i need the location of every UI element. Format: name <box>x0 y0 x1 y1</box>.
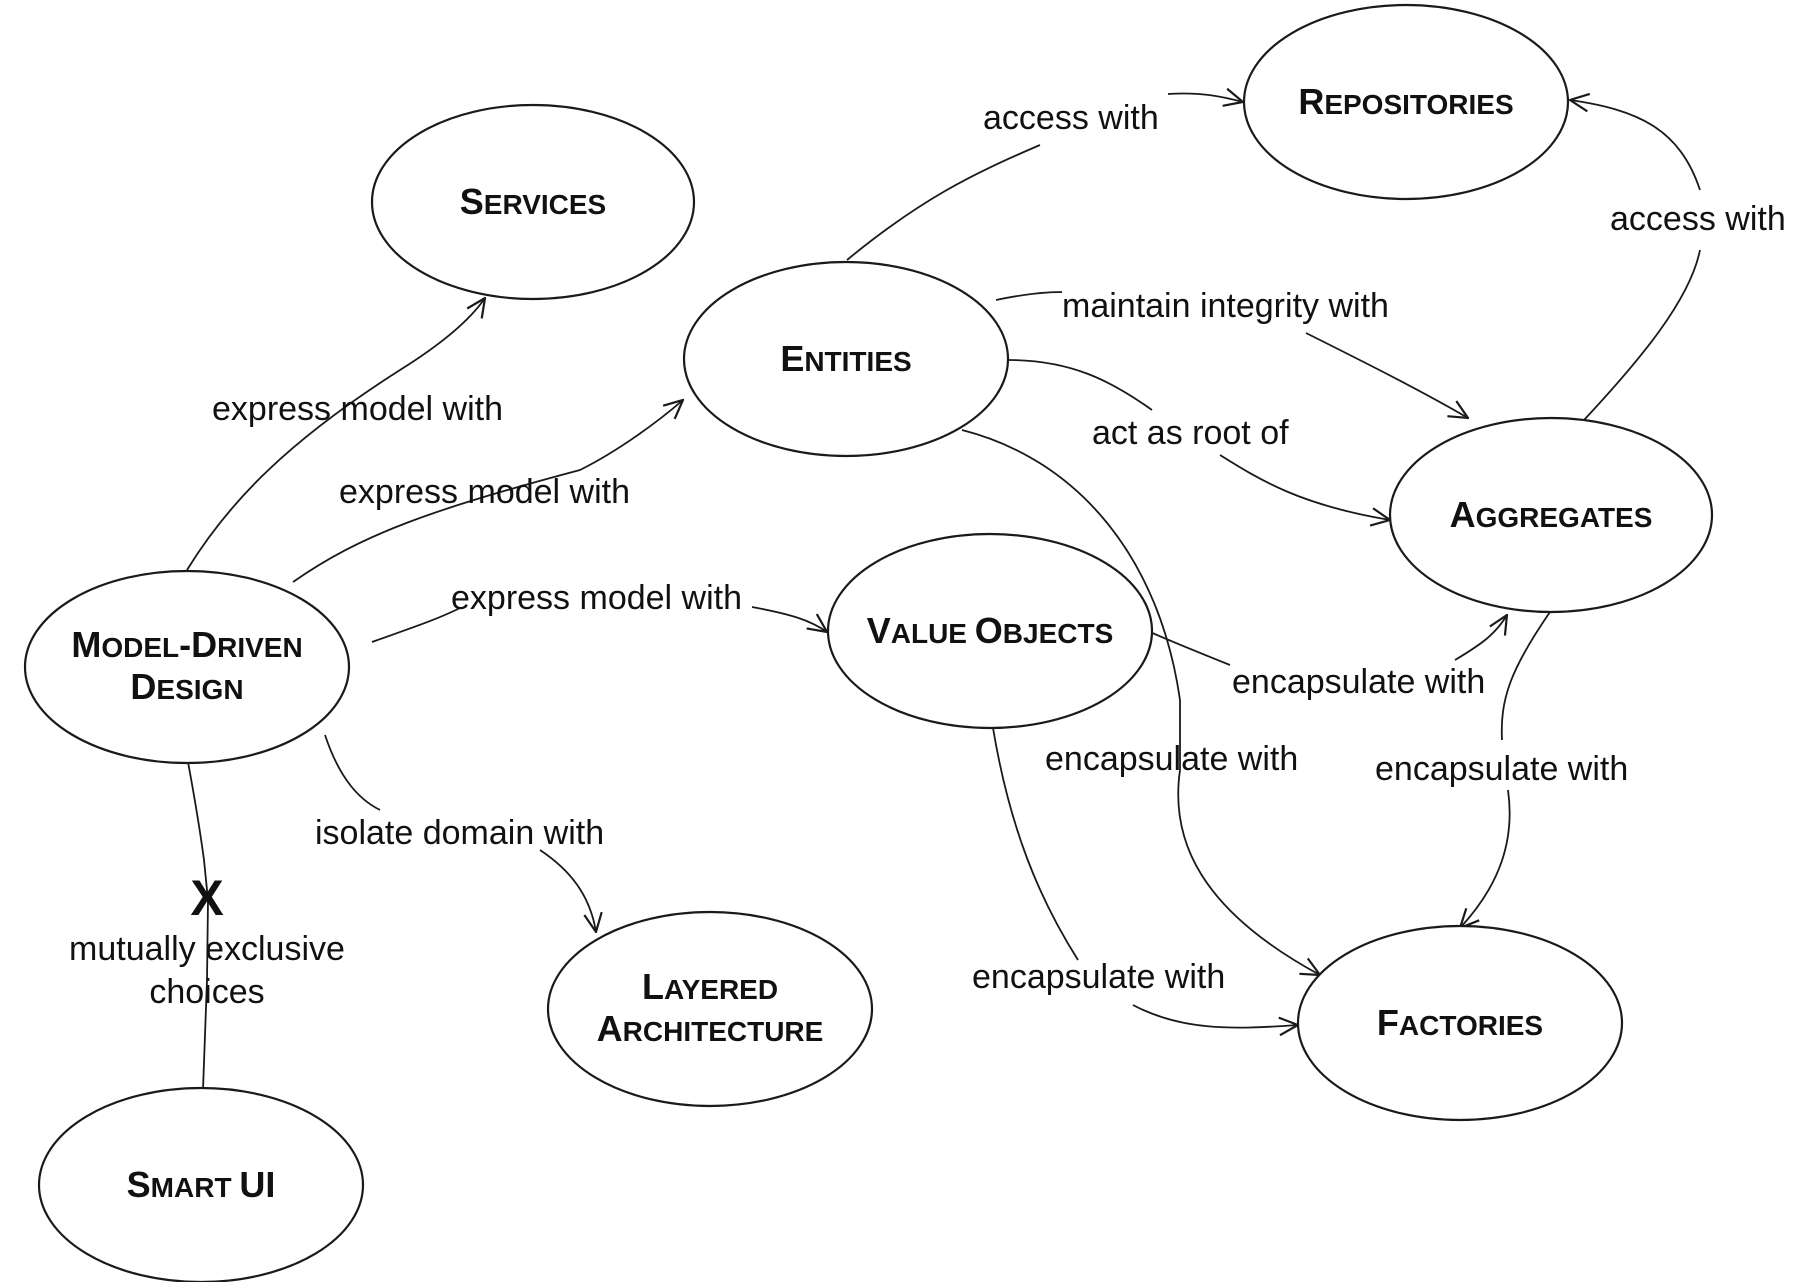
edge-value-objects-to-factories <box>992 727 1298 1028</box>
label-mdd-layered: isolate domain with <box>315 814 604 852</box>
edge-aggregates-to-repositories <box>1570 100 1701 421</box>
edge-value-objects-to-aggregates <box>1149 615 1507 666</box>
node-repositories-label: REPOSITORIES <box>1298 81 1513 122</box>
node-value-objects-label: VALUE OBJECTS <box>867 610 1114 651</box>
node-services-ellipse <box>370 103 696 301</box>
edge-labels: express model with express model with ex… <box>212 99 1786 996</box>
node-layered-architecture: LAYERED ARCHITECTURE <box>546 910 874 1108</box>
node-smart-ui-label: SMART UI <box>127 1164 276 1205</box>
node-repositories: REPOSITORIES <box>1242 3 1570 201</box>
node-aggregates-label: AGGREGATES <box>1450 494 1653 535</box>
node-services: SERVICES <box>370 103 696 301</box>
node-aggregates: AGGREGATES <box>1388 416 1714 614</box>
node-smart-ui-ellipse <box>37 1086 365 1282</box>
exclusion-label-line2: choices <box>149 973 264 1011</box>
node-model-driven-design: MODEL-DRIVEN DESIGN <box>23 569 351 765</box>
node-entities: ENTITIES <box>682 260 1010 458</box>
node-model-driven-design-label-line2: DESIGN <box>130 666 243 707</box>
node-layered-architecture-label-line1: LAYERED <box>642 966 778 1007</box>
node-factories-ellipse <box>1296 924 1624 1122</box>
edge-mdd-to-layered <box>324 734 596 932</box>
edge-mdd-to-value-objects <box>371 606 827 642</box>
edge-mdd-to-services <box>186 298 485 571</box>
node-entities-ellipse <box>682 260 1010 458</box>
edge-aggregates-to-factories <box>1460 611 1551 928</box>
edge-entities-to-repositories <box>846 93 1243 261</box>
node-repositories-ellipse <box>1242 3 1570 201</box>
label-aggregates-factories: encapsulate with <box>1375 750 1628 788</box>
node-factories: FACTORIES <box>1296 924 1624 1122</box>
edges <box>186 93 1701 1091</box>
edge-entities-to-aggregates-root <box>1007 359 1390 520</box>
label-entities-aggregates-root: act as root of <box>1092 414 1289 452</box>
label-entities-repositories: access with <box>983 99 1159 137</box>
label-mdd-value-objects: express model with <box>451 579 742 617</box>
node-model-driven-design-ellipse <box>23 569 351 765</box>
node-layered-architecture-ellipse <box>546 910 874 1108</box>
label-value-objects-factories: encapsulate with <box>972 958 1225 996</box>
edge-mdd-to-entities <box>292 400 683 583</box>
exclusion-mark: X <box>190 870 223 926</box>
label-entities-aggregates-integrity: maintain integrity with <box>1062 287 1389 325</box>
mutual-exclusion: X mutually exclusive choices <box>69 870 345 1011</box>
edge-mdd-smart-ui-exclusive <box>187 761 209 1091</box>
node-value-objects-ellipse <box>826 532 1154 730</box>
node-services-label: SERVICES <box>460 181 606 222</box>
node-smart-ui: SMART UI <box>37 1086 365 1282</box>
node-factories-label: FACTORIES <box>1377 1002 1543 1043</box>
label-mdd-services: express model with <box>212 390 503 428</box>
edge-entities-to-aggregates-integrity <box>995 291 1468 418</box>
node-value-objects: VALUE OBJECTS <box>826 532 1154 730</box>
label-entities-factories: encapsulate with <box>1045 740 1298 778</box>
node-aggregates-ellipse <box>1388 416 1714 614</box>
label-value-objects-aggregates: encapsulate with <box>1232 663 1485 701</box>
edge-entities-to-factories <box>961 429 1320 975</box>
node-layered-architecture-label-line2: ARCHITECTURE <box>597 1008 824 1049</box>
node-model-driven-design-label-line1: MODEL-DRIVEN <box>71 624 302 665</box>
label-mdd-entities: express model with <box>339 473 630 511</box>
exclusion-label-line1: mutually exclusive <box>69 930 345 968</box>
node-entities-label: ENTITIES <box>780 338 911 379</box>
label-aggregates-repositories: access with <box>1610 200 1786 238</box>
